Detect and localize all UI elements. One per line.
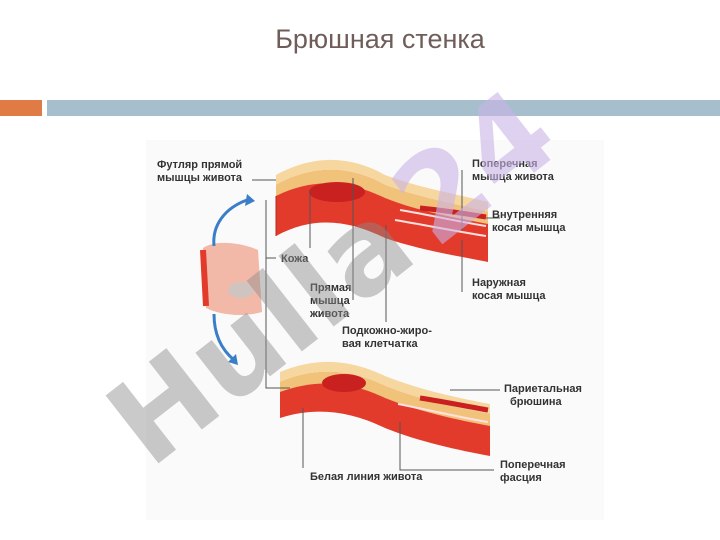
label-internal-oblique-1: Внутренняя — [492, 209, 557, 221]
label-rectus-3: живота — [309, 308, 350, 320]
label-transverse-muscle-2: мышца живота — [472, 171, 555, 183]
curved-arrow-down-icon — [212, 313, 238, 365]
label-rectus-sheath-1: Футляр прямой — [157, 159, 242, 171]
curved-arrow-up-icon — [212, 194, 255, 247]
label-peritoneum-2: брюшина — [510, 396, 562, 408]
label-rectus-1: Прямая — [310, 282, 351, 294]
upper-wall-section — [275, 159, 488, 262]
title-underline-bar — [47, 100, 720, 116]
label-subcutaneous-1: Подкожно-жиро- — [342, 325, 432, 337]
label-internal-oblique-2: косая мышца — [492, 222, 566, 234]
label-linea-alba: Белая линия живота — [310, 471, 423, 483]
label-transverse-muscle-1: Поперечная — [472, 158, 538, 170]
label-rectus-sheath-2: мышцы живота — [157, 172, 243, 184]
label-rectus-2: мышца — [310, 295, 351, 307]
label-skin: Кожа — [281, 253, 309, 265]
torso-icon — [200, 242, 262, 315]
label-transverse-fascia-1: Поперечная — [500, 459, 566, 471]
slide-title: Брюшная стенка — [275, 24, 485, 54]
label-subcutaneous-2: вая клетчатка — [342, 338, 418, 350]
leader-lines — [252, 170, 500, 471]
label-external-oblique-1: Наружная — [472, 277, 526, 289]
label-external-oblique-2: косая мышца — [472, 290, 546, 302]
label-peritoneum-1: Париетальная — [504, 383, 582, 395]
lower-wall-section — [280, 361, 490, 456]
label-transverse-fascia-2: фасция — [500, 472, 542, 484]
accent-bar — [0, 100, 42, 116]
